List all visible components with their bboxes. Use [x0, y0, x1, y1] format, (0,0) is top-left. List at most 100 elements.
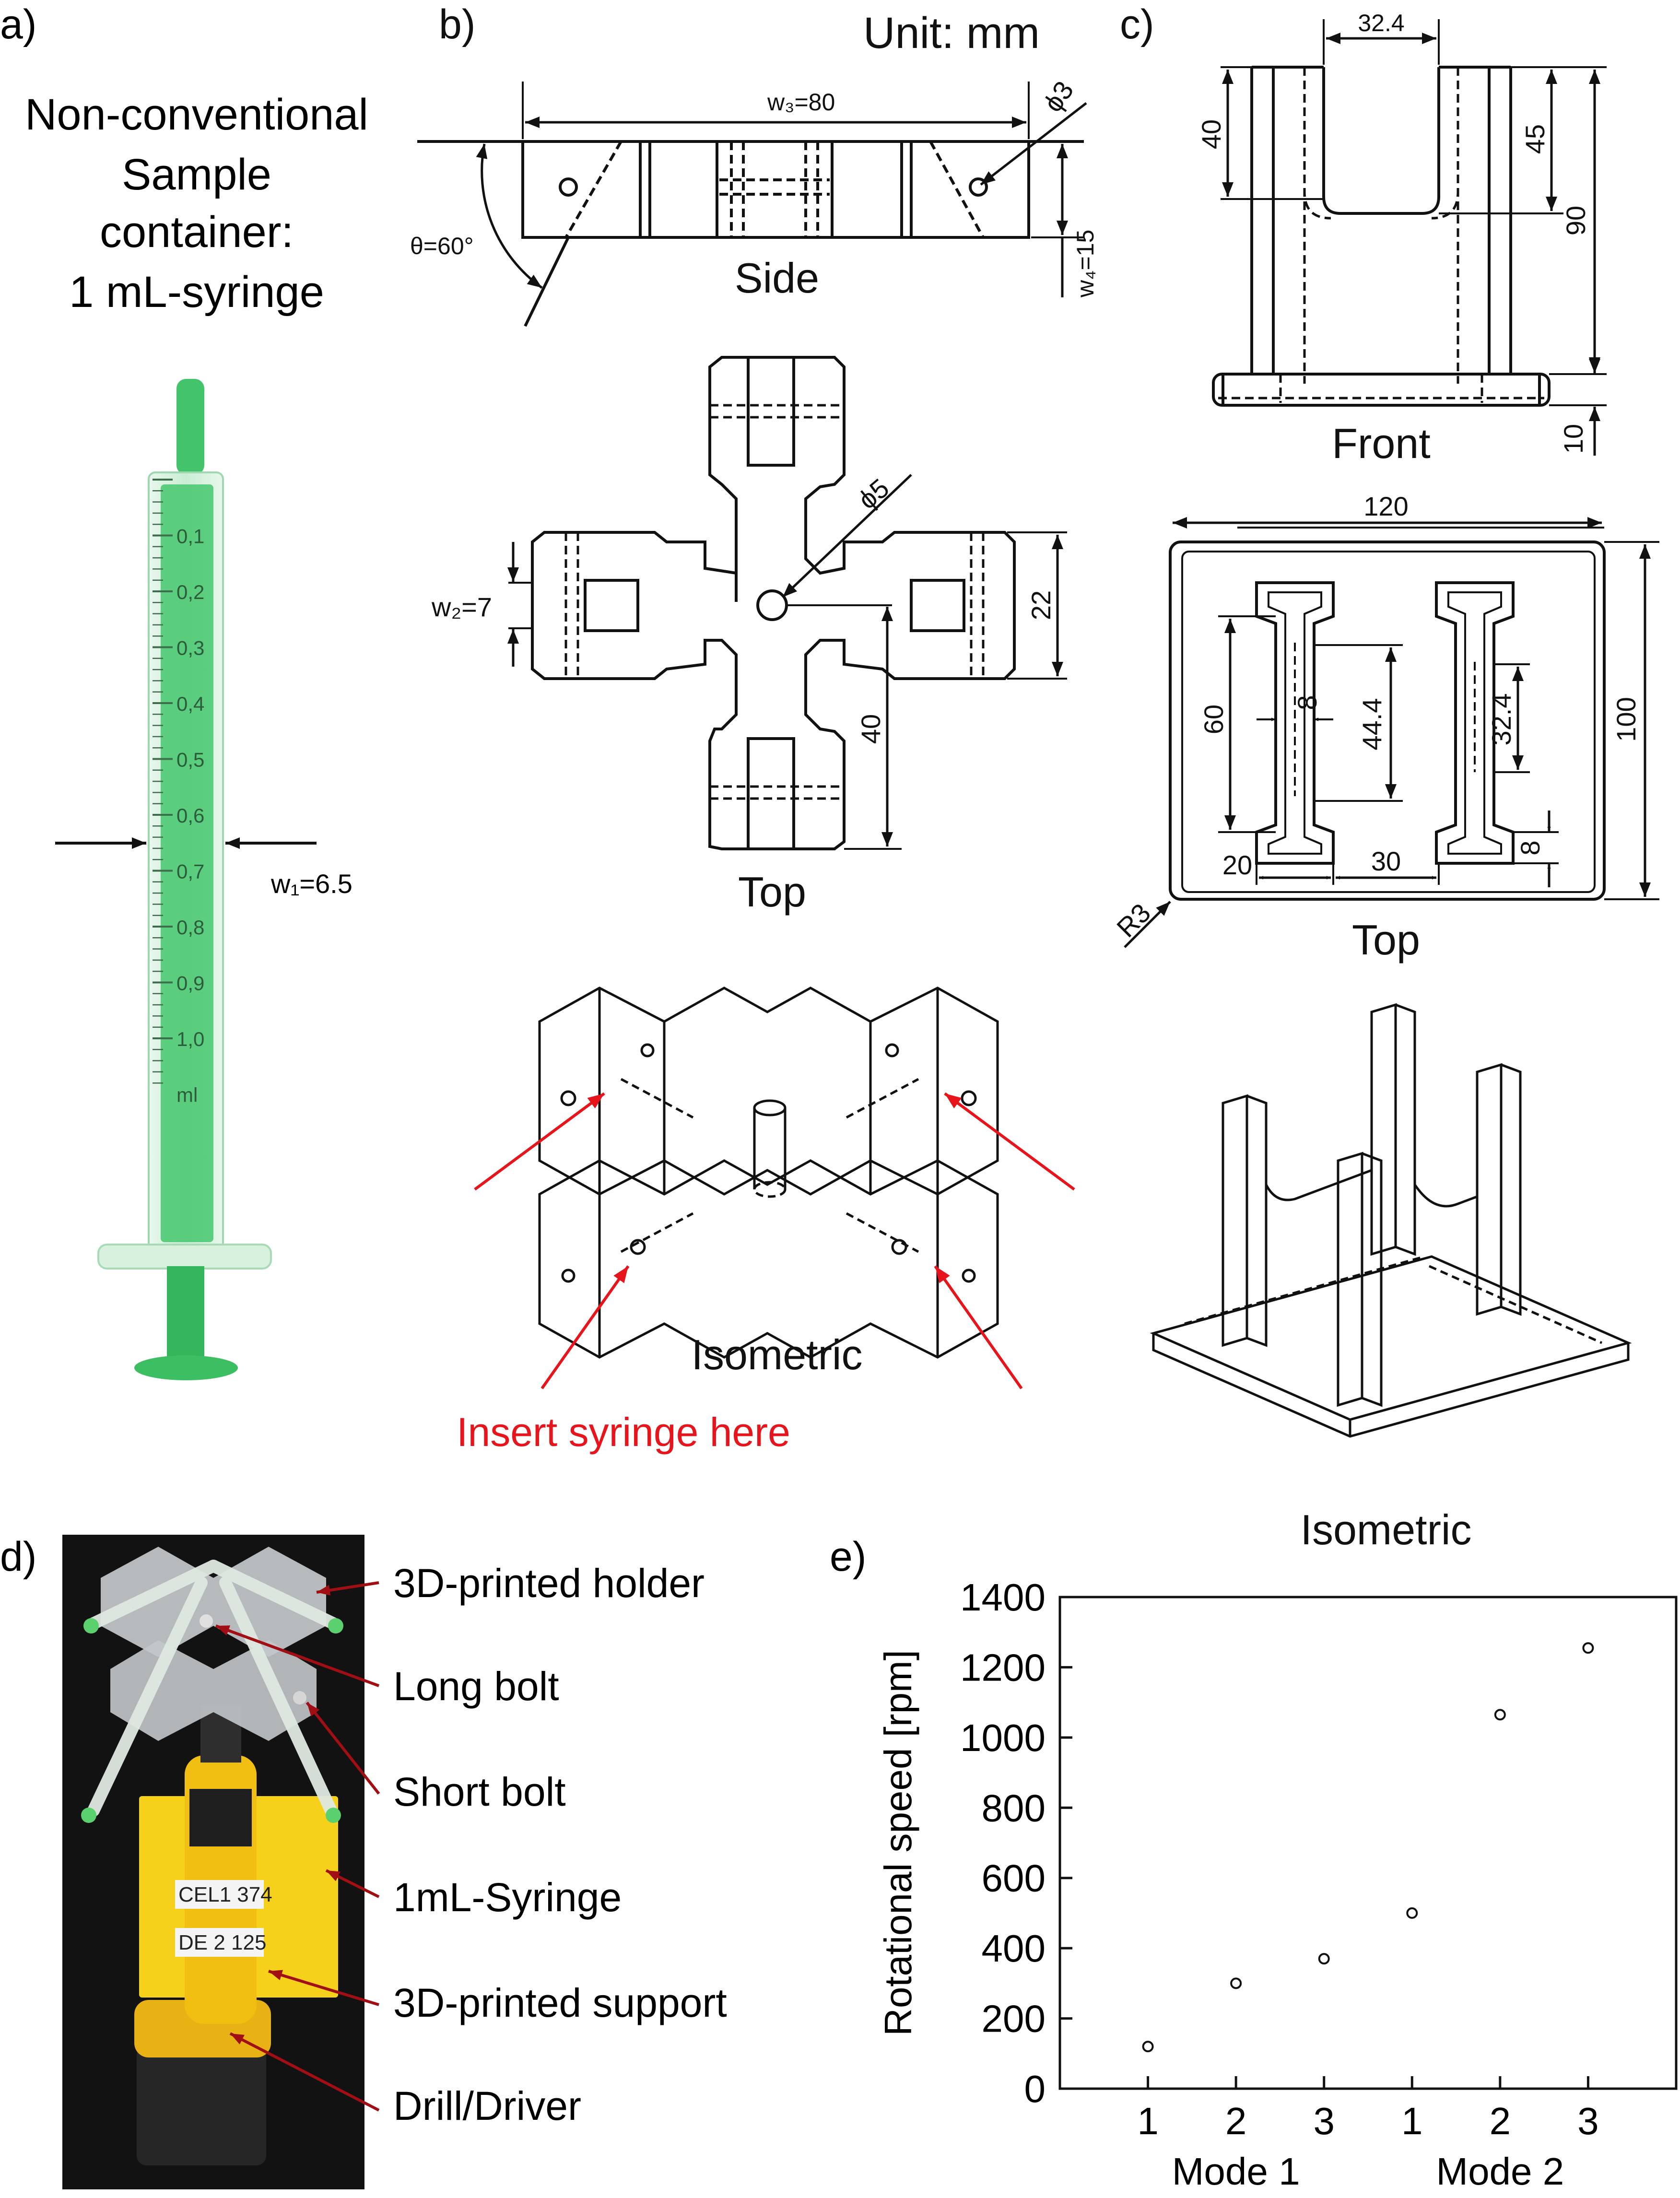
- panel-a: a) Non-conventional Sample container: 1 …: [0, 1, 368, 1380]
- top-dim-32-4: 32.4: [1486, 693, 1516, 746]
- photo-callout-arrows: [215, 1581, 380, 2112]
- syringe-flange: [97, 1244, 272, 1269]
- y-tick-label: 400: [982, 1927, 1046, 1970]
- x-tick-label: 1: [1401, 2100, 1423, 2142]
- syringe-scale: 0,10,20,30,40,50,60,70,80,91,0ml: [153, 479, 204, 1106]
- annotation-drill: Drill/Driver: [393, 2083, 581, 2128]
- x-tick-label: 3: [1313, 2100, 1335, 2142]
- annotation-long-bolt: Long bolt: [393, 1664, 559, 1709]
- drill-grip: [189, 1789, 252, 1846]
- syringe-scale-label: 1,0: [176, 1028, 204, 1050]
- top-dim-100: 100: [1611, 697, 1641, 741]
- holder-isometric-view: [538, 987, 999, 1359]
- x-tick-label: 2: [1490, 2100, 1511, 2142]
- phi5-label: ϕ5: [852, 472, 894, 515]
- w2-label: w₂=7: [431, 592, 492, 622]
- dim-40-label: 40: [856, 714, 886, 744]
- panel-a-label: a): [0, 1, 36, 47]
- dim-22-label: 22: [1026, 590, 1056, 620]
- panel-b-label: b): [439, 1, 475, 47]
- x-group-label: Mode 2: [1436, 2150, 1564, 2193]
- w3-label: w₃=80: [767, 89, 835, 116]
- holder-iso-caption: Isometric: [692, 1331, 863, 1378]
- front-dim-10: 10: [1558, 424, 1588, 454]
- top-dim-120: 120: [1363, 491, 1408, 521]
- syringe-photo: 0,10,20,30,40,50,60,70,80,91,0ml: [97, 379, 272, 1380]
- syringe-scale-label: 0,9: [176, 972, 204, 995]
- top-dim-44-4: 44.4: [1357, 698, 1387, 751]
- data-point: [1582, 1642, 1594, 1654]
- support-isometric-view: [1150, 1003, 1632, 1438]
- syringe-scale-label: 0,1: [176, 525, 204, 548]
- syringe-scale-label: 0,4: [176, 693, 204, 715]
- setup-photo: CEL1 374 DE 2 125: [62, 1535, 364, 2189]
- x-tick-label: 1: [1137, 2100, 1159, 2142]
- theta-label: θ=60°: [410, 233, 474, 259]
- drill-label-2: [175, 1928, 264, 1957]
- side-caption: Side: [735, 254, 819, 302]
- front-dim-40: 40: [1196, 119, 1226, 149]
- front-dim-45: 45: [1520, 124, 1550, 154]
- drill-label-1: [175, 1880, 264, 1909]
- y-tick-label: 1200: [960, 1646, 1046, 1689]
- syringe-scale-label: 0,5: [176, 749, 204, 771]
- support-front-view: 32.4 40 45 90 10 Front: [1196, 10, 1607, 467]
- panel-d-label: d): [0, 1534, 36, 1580]
- syringe-scale-label: 0,7: [176, 860, 204, 883]
- top-dim-8-lower: 8: [1515, 840, 1545, 855]
- holder-top-view: ϕ5 22 40 w₂=7 Top: [431, 356, 1067, 916]
- data-point: [1494, 1709, 1506, 1721]
- syringe-plunger-rod: [167, 1266, 204, 1367]
- y-tick-label: 200: [982, 1998, 1046, 2040]
- syringe-tip: [176, 379, 204, 475]
- y-axis-label: Rotational speed [rpm]: [877, 1650, 919, 2036]
- y-tick-label: 0: [1024, 2068, 1046, 2110]
- syringe-plunger-cap: [134, 1355, 238, 1380]
- drill-label-1-text: CEL1 374: [178, 1883, 272, 1906]
- panel-b: b) Unit: mm w₃=80 ϕ3: [410, 1, 1099, 1455]
- holder-side-view: w₃=80 ϕ3 θ=60° w₄=15 Side: [410, 75, 1099, 327]
- syringe-scale-label: 0,2: [176, 581, 204, 603]
- top-dim-r3: R3: [1111, 897, 1156, 943]
- y-tick-label: 1400: [960, 1576, 1046, 1619]
- printed-holder-upper: [101, 1547, 326, 1657]
- panel-a-title-line-1: Non-conventional: [25, 90, 368, 139]
- panel-d: d) CEL1 374 DE 2 125: [0, 1534, 727, 2189]
- panel-e-label: e): [830, 1534, 866, 1580]
- syringe-scale-label: ml: [176, 1084, 198, 1106]
- phi3-label: ϕ3: [1037, 75, 1079, 117]
- data-point: [1142, 2041, 1154, 2053]
- battery-pack: [137, 2045, 266, 2165]
- x-group-label: Mode 1: [1172, 2150, 1300, 2193]
- front-dim-32-4: 32.4: [1358, 10, 1404, 36]
- panel-a-title-line-3: container:: [100, 208, 294, 257]
- syringe-fluid: [161, 484, 213, 1242]
- syringe-tip-4: [326, 1808, 341, 1823]
- annotation-holder: 3D-printed holder: [393, 1561, 705, 1606]
- support-top-caption: Top: [1352, 916, 1420, 964]
- annotation-short-bolt: Short bolt: [393, 1769, 566, 1814]
- syringes-in-holder: [87, 1560, 340, 1817]
- data-point: [1406, 1907, 1418, 1919]
- unit-label: Unit: mm: [863, 9, 1040, 58]
- short-bolt-head: [293, 1691, 306, 1704]
- top-dim-60: 60: [1198, 705, 1229, 734]
- syringe-scale-label: 0,3: [176, 637, 204, 659]
- long-bolt-head: [200, 1614, 213, 1628]
- front-dim-90: 90: [1561, 206, 1591, 235]
- panel-c: c) 32.4 40: [1111, 1, 1659, 1553]
- syringe-scale-label: 0,6: [176, 804, 204, 827]
- annotation-syringe: 1mL-Syringe: [393, 1875, 622, 1920]
- support-iso-caption: Isometric: [1301, 1506, 1472, 1553]
- drill-label-2-text: DE 2 125: [178, 1931, 266, 1954]
- syringe-tip-2: [328, 1618, 343, 1634]
- top-dim-20: 20: [1222, 850, 1252, 880]
- data-point: [1318, 1953, 1330, 1965]
- w4-label: w₄=15: [1072, 230, 1099, 298]
- w1-label: w₁=6.5: [270, 869, 352, 899]
- insert-arrows: [474, 1092, 1075, 1389]
- y-tick-label: 1000: [960, 1716, 1046, 1759]
